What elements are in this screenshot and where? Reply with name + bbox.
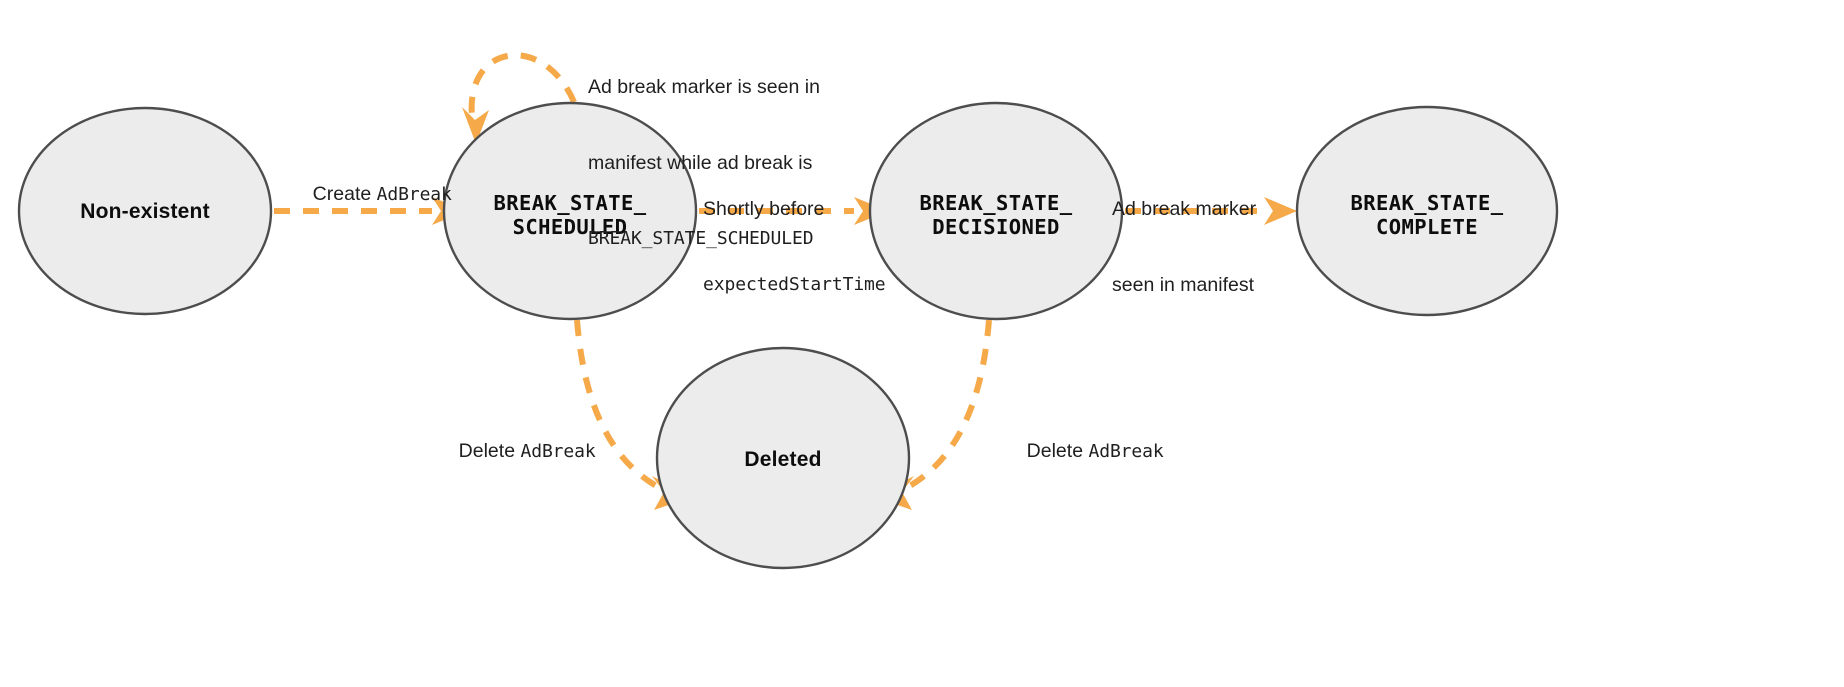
edge-label-marker-seen-while-scheduled-code: BREAK_STATE_SCHEDULED (588, 227, 814, 249)
edge-label-shortly-before-expected-start-code: expectedStartTime (703, 273, 886, 295)
edge-label-create-adbreak-code: AdBreak (376, 184, 452, 206)
node-label-break-state-scheduled-line2: SCHEDULED (512, 215, 628, 239)
node-label-break-state-decisioned-line1: BREAK_STATE_ (919, 191, 1073, 215)
edge-label-marker-seen-in-manifest-line2: seen in manifest (1112, 273, 1254, 296)
node-label-non-existent: Non-existent (80, 200, 210, 223)
edge-label-marker-seen-while-scheduled-line2: manifest while ad break is (588, 151, 813, 174)
edge-label-delete-from-scheduled: Delete AdBreak (437, 414, 596, 490)
node-break-state-complete[interactable] (1295, 105, 1559, 317)
edge-label-marker-seen-while-scheduled-line1: Ad break marker is seen in (588, 75, 820, 98)
edge-label-shortly-before-expected-start: Shortly before expectedStartTime (703, 146, 886, 347)
edge-marker-seen-while-scheduled (462, 52, 577, 144)
edge-label-delete-from-scheduled-text: Delete (458, 440, 521, 463)
edge-label-shortly-before-expected-start-line1: Shortly before (703, 197, 825, 220)
node-label-deleted: Deleted (744, 448, 822, 471)
node-break-state-scheduled[interactable] (442, 101, 698, 321)
edge-label-delete-from-decisioned-text: Delete (1026, 440, 1089, 463)
node-label-break-state-complete-line2: COMPLETE (1376, 215, 1478, 239)
edge-label-delete-from-decisioned: Delete AdBreak (1005, 414, 1164, 490)
edge-label-create-adbreak: Create AdBreak (291, 157, 452, 233)
node-deleted[interactable] (655, 346, 911, 570)
node-label-break-state-scheduled-line1: BREAK_STATE_ (493, 191, 647, 215)
edge-label-marker-seen-in-manifest-line1: Ad break marker (1112, 197, 1257, 220)
edge-label-delete-from-decisioned-code: AdBreak (1088, 441, 1164, 463)
node-label-break-state-decisioned-line2: DECISIONED (932, 215, 1060, 239)
edge-label-create-adbreak-text: Create (312, 183, 377, 206)
node-non-existent[interactable] (17, 106, 273, 316)
edge-label-marker-seen-in-manifest: Ad break marker seen in manifest (1112, 146, 1256, 349)
node-break-state-decisioned[interactable] (868, 101, 1124, 321)
node-label-break-state-complete-line1: BREAK_STATE_ (1350, 191, 1504, 215)
edge-label-delete-from-scheduled-code: AdBreak (520, 441, 596, 463)
edge-label-marker-seen-while-scheduled: Ad break marker is seen in manifest whil… (588, 24, 820, 301)
edge-marker-seen-in-manifest (1125, 197, 1297, 225)
